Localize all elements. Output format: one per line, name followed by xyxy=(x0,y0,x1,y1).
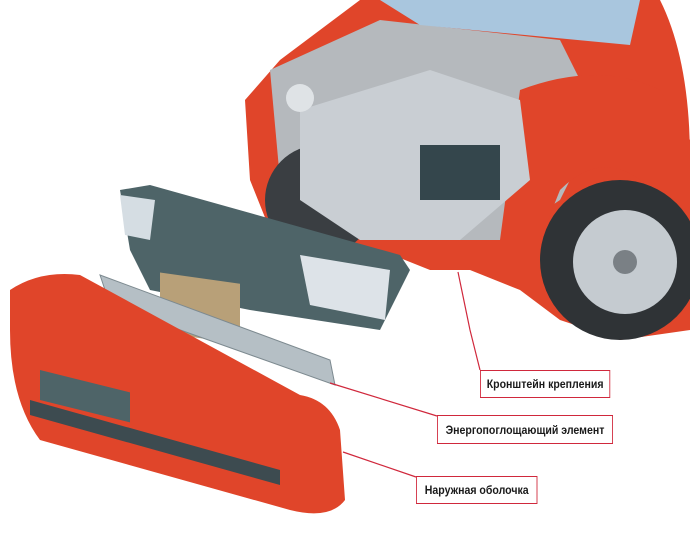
air-box xyxy=(420,145,500,200)
label-outer-shell: Наружная оболочка xyxy=(416,476,538,504)
leader-shell xyxy=(342,451,417,478)
label-energy-absorber: Энергопоглощающий элемент xyxy=(437,415,613,444)
hub xyxy=(613,250,637,274)
lower-grille xyxy=(30,400,280,485)
bumper-shell xyxy=(10,274,345,514)
license-plate-area xyxy=(40,369,130,423)
leader-bracket xyxy=(457,271,481,371)
windshield xyxy=(380,0,640,45)
leader-absorber xyxy=(329,382,438,417)
reservoir xyxy=(286,84,314,112)
label-bracket: Кронштейн крепления xyxy=(480,370,611,398)
right-headlight xyxy=(300,255,390,320)
fender xyxy=(500,75,690,300)
left-headlight xyxy=(120,195,155,240)
